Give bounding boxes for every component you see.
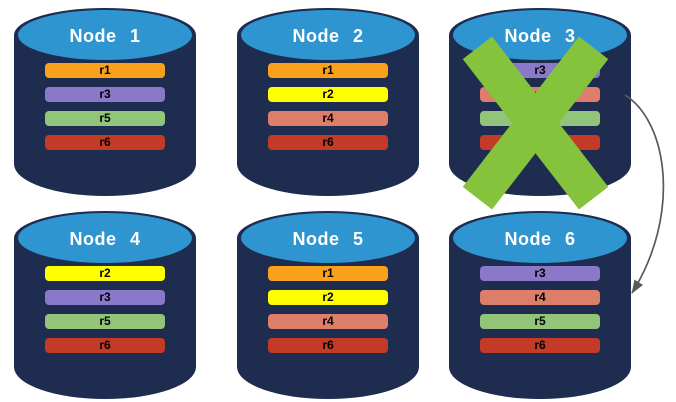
replica-bar-r2: r2 — [267, 87, 389, 102]
node-4: Node 4 r2 r3 r5 r6 — [14, 211, 196, 399]
node-2: Node 2 r1 r2 r4 r6 — [237, 8, 419, 196]
replica-bar-r2: r2 — [44, 266, 166, 281]
replica-bar-r4: r4 — [479, 290, 601, 305]
replica-bar-r4: r4 — [267, 111, 389, 126]
replica-list: r1 r2 r4 r6 — [267, 63, 389, 150]
replica-bar-r6: r6 — [44, 135, 166, 150]
replica-bar-r6: r6 — [479, 338, 601, 353]
failure-x-icon — [462, 36, 608, 210]
cylinder-top — [18, 10, 192, 60]
node-title: Node 4 — [69, 229, 141, 249]
replica-list: r3 r4 r5 r6 — [479, 266, 601, 353]
replica-bar-r3: r3 — [44, 87, 166, 102]
replica-bar-r6: r6 — [267, 338, 389, 353]
replica-bar-r1: r1 — [267, 63, 389, 78]
cylinder-top — [241, 213, 415, 263]
replica-bar-r4: r4 — [267, 314, 389, 329]
replica-bar-r5: r5 — [44, 111, 166, 126]
replica-list: r1 r2 r4 r6 — [267, 266, 389, 353]
replica-bar-r3: r3 — [479, 266, 601, 281]
replica-bar-r6: r6 — [44, 338, 166, 353]
replica-bar-r1: r1 — [267, 266, 389, 281]
node-title: Node 5 — [292, 229, 364, 249]
node-title: Node 1 — [69, 26, 141, 46]
replica-bar-r5: r5 — [44, 314, 166, 329]
replica-bar-r6: r6 — [267, 135, 389, 150]
node-title: Node 2 — [292, 26, 364, 46]
replica-bar-r5: r5 — [479, 314, 601, 329]
cylinder-top — [18, 213, 192, 263]
replica-list: r1 r3 r5 r6 — [44, 63, 166, 150]
cylinder-top — [241, 10, 415, 60]
node-1: Node 1 r1 r3 r5 r6 — [14, 8, 196, 196]
node-6: Node 6 r3 r4 r5 r6 — [449, 211, 631, 399]
replica-bar-r3: r3 — [44, 290, 166, 305]
replica-list: r2 r3 r5 r6 — [44, 266, 166, 353]
replica-bar-r1: r1 — [44, 63, 166, 78]
node-5: Node 5 r1 r2 r4 r6 — [237, 211, 419, 399]
node-title: Node 3 — [504, 26, 576, 46]
replica-bar-r2: r2 — [267, 290, 389, 305]
cylinder-top — [453, 213, 627, 263]
node-title: Node 6 — [504, 229, 576, 249]
